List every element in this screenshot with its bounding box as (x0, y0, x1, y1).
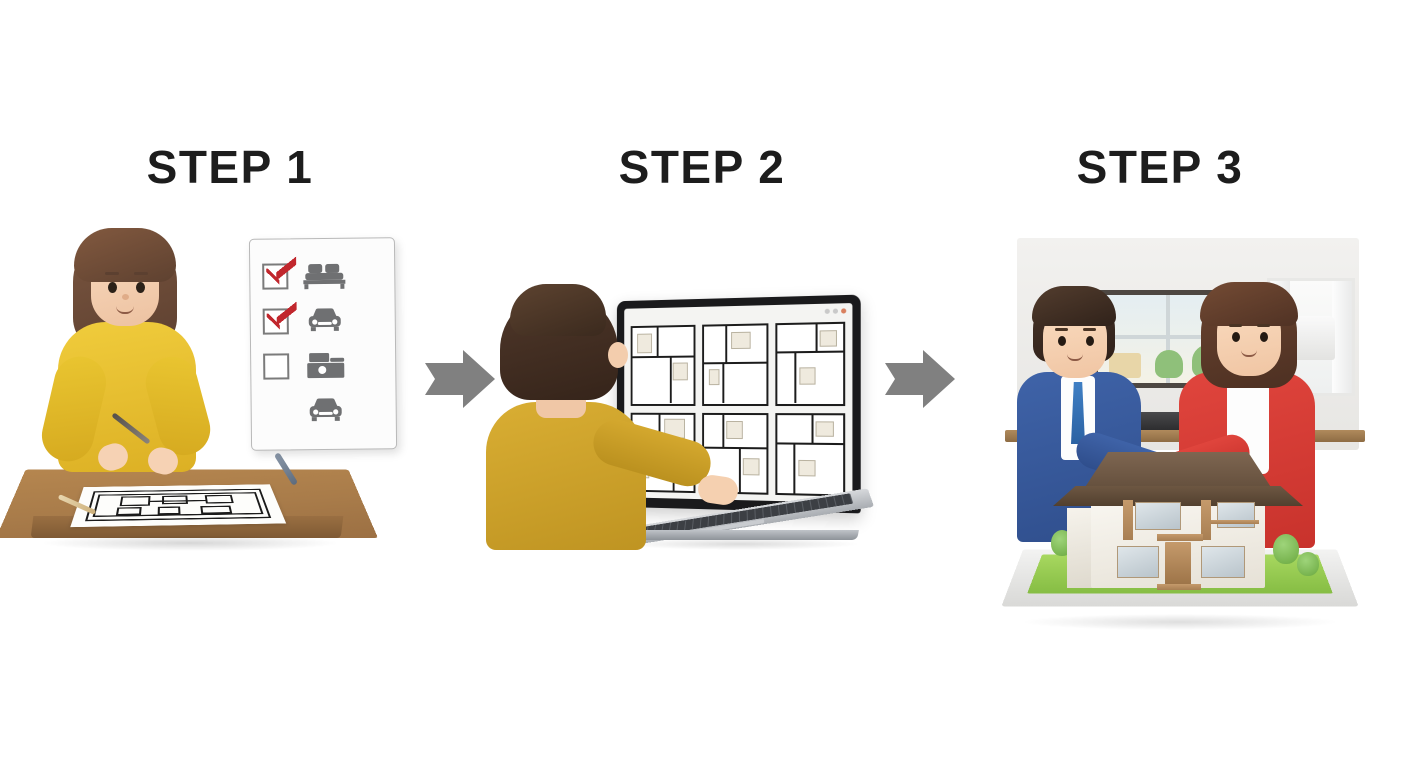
woman-nose (122, 294, 129, 300)
arrow-step-1-to-2 (425, 350, 495, 408)
house-roof-lower (1053, 486, 1303, 506)
house-wood-trim (1201, 500, 1211, 540)
window-maximize-dot[interactable] (832, 308, 839, 314)
arrow-step-2-to-3 (885, 350, 955, 408)
window-minimize-dot[interactable] (824, 308, 830, 314)
checkbox-parking[interactable] (262, 307, 289, 335)
garage-icon (307, 352, 345, 378)
picture-shrub (1154, 349, 1184, 378)
woman-right-brow (134, 272, 148, 275)
curtain-right (1332, 281, 1352, 393)
table-lamp (1291, 316, 1335, 360)
floor-plan-thumbnail[interactable] (701, 323, 769, 406)
step-1-illustration (0, 228, 410, 630)
step-2-illustration (470, 280, 900, 570)
house-window-lower-right (1201, 546, 1245, 578)
desk-shadow (40, 535, 340, 551)
house-porch-canopy (1157, 534, 1203, 541)
checklist-row[interactable] (262, 252, 384, 298)
checklist-row[interactable] (263, 342, 385, 388)
laptop-front-edge (617, 530, 859, 540)
step-1-title: STEP 1 (146, 141, 314, 193)
buyer-right-eye (1260, 332, 1268, 342)
picture-mullion-h (1098, 335, 1240, 340)
laptop-lid (616, 294, 861, 514)
floor-plan-thumbnail[interactable] (630, 324, 696, 406)
floor-plan-thumbnail[interactable] (775, 321, 846, 406)
agent-right-brow (1083, 328, 1096, 331)
shelf-electronics (1133, 412, 1193, 430)
tree-icon (1273, 534, 1299, 564)
agent-right-eye (1086, 336, 1094, 346)
window-controls[interactable] (824, 308, 847, 314)
woman-mouth (116, 306, 134, 314)
person-hair-highlight (510, 284, 606, 336)
requirements-checklist (248, 237, 398, 451)
woman-right-eye (136, 282, 145, 293)
woman-left-brow (105, 272, 119, 275)
woman-left-eye (108, 282, 117, 293)
car-icon (309, 397, 342, 421)
house-window-lower-left (1117, 546, 1159, 578)
person-ear (608, 342, 628, 368)
floor-plan-thumbnail[interactable] (775, 412, 846, 497)
buyer-left-brow (1229, 324, 1242, 327)
car-icon (308, 307, 341, 331)
house-window-upper-left (1135, 502, 1181, 530)
agent-left-eye (1058, 336, 1066, 346)
tree-icon (1297, 552, 1319, 576)
laptop-shadow (620, 538, 860, 550)
buyer-right-brow (1257, 324, 1270, 327)
step-3-title: STEP 3 (1076, 141, 1244, 193)
agent-tie (1071, 382, 1085, 444)
agent-left-brow (1055, 328, 1068, 331)
house-front-step (1157, 584, 1201, 590)
house-front-door (1165, 542, 1191, 586)
house-balcony (1211, 520, 1259, 524)
buyer-hair-top (1200, 282, 1298, 326)
checklist-row[interactable] (262, 297, 385, 343)
agent-mouth (1067, 354, 1083, 361)
buyer-left-eye (1232, 332, 1240, 342)
house-window-upper-right (1217, 502, 1255, 528)
woman-hair-front (74, 228, 176, 282)
checkbox-bedroom[interactable] (262, 262, 289, 290)
blueprint-paper (70, 484, 287, 528)
house-wood-trim (1123, 500, 1133, 540)
bed-icon (303, 263, 346, 289)
window-close-dot[interactable] (841, 308, 847, 314)
step-2-title: STEP 2 (618, 141, 786, 193)
step-3-illustration (1001, 230, 1385, 650)
buyer-mouth (1241, 350, 1257, 357)
checklist-row[interactable] (263, 387, 385, 433)
house-model-shadow (1025, 614, 1335, 630)
checkbox-garage[interactable] (263, 352, 290, 380)
agent-hair-top (1032, 286, 1116, 326)
